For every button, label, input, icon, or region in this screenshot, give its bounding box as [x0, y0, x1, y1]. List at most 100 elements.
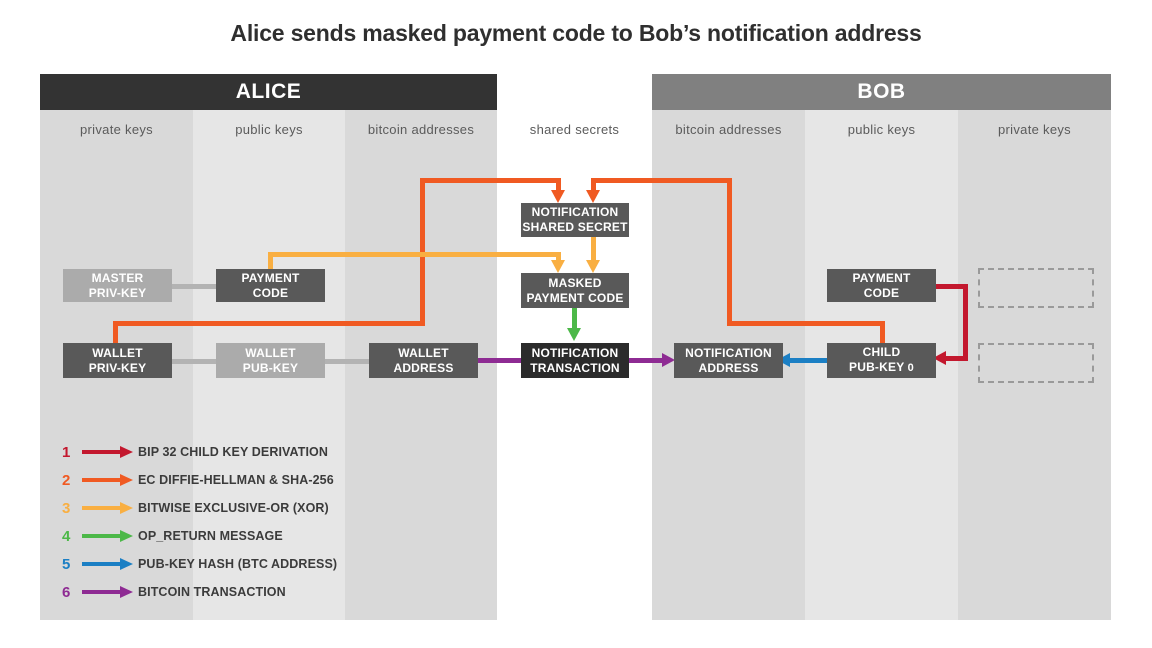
column-caption-bob-public-keys: public keys: [805, 110, 958, 148]
node-alice-wallet-privkey[interactable]: WALLET PRIV-KEY: [63, 343, 172, 378]
band-bob-private-keys: [958, 110, 1111, 620]
purple-seg-wallet-address-to-transaction: [465, 358, 525, 363]
node-line-2: PUB-KEY: [242, 360, 299, 375]
column-caption-bob-bitcoin-addresses: bitcoin addresses: [652, 110, 805, 148]
node-bob-payment-code[interactable]: PAYMENT CODE: [827, 269, 936, 302]
orange-seg-lower-rail-left: [113, 321, 425, 326]
node-line-2-text: PUB-KEY: [849, 360, 905, 375]
legend-row: 3 BITWISE EXCLUSIVE-OR (XOR): [62, 494, 337, 522]
column-caption-alice-bitcoin-addresses: bitcoin addresses: [345, 110, 497, 148]
legend-arrow: [82, 586, 134, 598]
node-line-2: PUB-KEY 0: [849, 360, 914, 375]
legend-arrow: [82, 530, 134, 542]
column-caption-alice-public-keys: public keys: [193, 110, 345, 148]
node-alice-wallet-address[interactable]: WALLET ADDRESS: [369, 343, 478, 378]
purple-arrow-into-notification-address: [662, 353, 675, 367]
purple-seg-transaction-to-notification-address: [629, 358, 667, 363]
caption-text: bitcoin addresses: [675, 121, 782, 137]
caption-text: public keys: [847, 121, 916, 137]
legend-number: 5: [62, 555, 71, 573]
node-alice-master-privkey[interactable]: MASTER PRIV-KEY: [63, 269, 172, 302]
node-line-1: NOTIFICATION: [531, 205, 619, 220]
node-line-2: PRIV-KEY: [88, 285, 147, 300]
legend-row: 6 BITCOIN TRANSACTION: [62, 578, 337, 606]
amber-arrow-into-masked-payment-code-left: [551, 260, 565, 273]
amber-arrow-into-masked-payment-code-right: [586, 260, 600, 273]
crimson-arrow-into-child-pubkey: [933, 351, 946, 365]
crimson-seg-from-bob-payment-code: [933, 284, 968, 289]
column-caption-alice-private-keys: private keys: [40, 110, 193, 148]
node-line-1: NOTIFICATION: [531, 345, 619, 360]
node-line-2: SHARED SECRET: [522, 220, 628, 234]
node-line-2: ADDRESS: [698, 360, 759, 375]
node-masked-payment-code[interactable]: MASKED PAYMENT CODE: [521, 273, 629, 308]
legend-number: 1: [62, 443, 71, 461]
node-line-2: CODE: [863, 285, 900, 300]
orange-seg-from-child-pubkey-up: [880, 321, 885, 343]
orange-seg-right-riser: [727, 178, 732, 326]
node-line-2: TRANSACTION: [530, 360, 620, 375]
caption-text: public keys: [235, 121, 303, 137]
orange-seg-lower-rail-right: [727, 321, 885, 326]
node-notification-transaction[interactable]: NOTIFICATION TRANSACTION: [521, 343, 629, 378]
legend-row: 5 PUB-KEY HASH (BTC ADDRESS): [62, 550, 337, 578]
legend-label: PUB-KEY HASH (BTC ADDRESS): [138, 557, 338, 571]
amber-seg-drop-left: [556, 252, 561, 263]
link-wallet-privkey-to-pubkey: [163, 359, 228, 364]
blue-seg-child-pubkey-to-notification-address: [790, 358, 832, 363]
amber-seg-from-payment-code-up: [268, 252, 273, 270]
link-master-to-payment-code: [163, 284, 228, 289]
node-line-1: MASKED: [548, 275, 602, 290]
node-line-2: CODE: [252, 285, 289, 300]
legend-label: EC DIFFIE-HELLMAN & SHA-256: [138, 473, 334, 487]
node-alice-payment-code[interactable]: PAYMENT CODE: [216, 269, 325, 302]
node-bob-child-pubkey[interactable]: CHILD PUB-KEY 0: [827, 343, 936, 378]
orange-seg-top-rail-left: [420, 178, 561, 183]
node-alice-wallet-pubkey[interactable]: WALLET PUB-KEY: [216, 343, 325, 378]
legend-arrow: [82, 502, 134, 514]
caption-text: bitcoin addresses: [367, 121, 475, 137]
legend-number: 6: [62, 583, 71, 601]
party-header-bob-label: BOB: [857, 80, 906, 103]
party-header-alice: ALICE: [40, 74, 497, 110]
legend-row: 1 BIP 32 CHILD KEY DERIVATION: [62, 438, 337, 466]
node-line-1: WALLET: [398, 345, 449, 360]
legend-number: 4: [62, 527, 71, 545]
legend-label: BITWISE EXCLUSIVE-OR (XOR): [138, 501, 329, 515]
orange-arrow-into-shared-secret-left: [551, 190, 565, 203]
party-header-bob: BOB: [652, 74, 1111, 110]
legend-number: 3: [62, 499, 71, 517]
party-header-alice-label: ALICE: [235, 80, 302, 103]
legend: 1 BIP 32 CHILD KEY DERIVATION 2 EC DIFFI…: [62, 438, 337, 606]
node-line-1: WALLET: [245, 345, 296, 360]
node-line-2: ADDRESS: [393, 360, 454, 375]
column-caption-shared-secrets: shared secrets: [497, 110, 652, 148]
node-line-2: PRIV-KEY: [88, 360, 147, 375]
orange-seg-top-rail-right: [591, 178, 732, 183]
link-wallet-pubkey-to-address: [316, 359, 381, 364]
node-line-1: WALLET: [92, 345, 143, 360]
node-line-1: PAYMENT: [241, 270, 300, 285]
node-line-1: CHILD: [862, 345, 901, 360]
caption-text: private keys: [998, 121, 1071, 137]
orange-arrow-into-shared-secret-right: [586, 190, 600, 203]
legend-row: 4 OP_RETURN MESSAGE: [62, 522, 337, 550]
placeholder-bob-private-key-top: [978, 268, 1094, 308]
orange-seg-drop-left: [556, 178, 561, 193]
page-title: Alice sends masked payment code to Bob’s…: [230, 20, 922, 46]
legend-label: OP_RETURN MESSAGE: [138, 529, 283, 543]
node-line-2: PAYMENT CODE: [526, 290, 624, 305]
node-notification-shared-secret[interactable]: NOTIFICATION SHARED SECRET: [521, 203, 629, 237]
crimson-seg-into-child-pubkey: [946, 356, 968, 361]
legend-number: 2: [62, 471, 71, 489]
node-line-1: NOTIFICATION: [685, 345, 772, 360]
legend-label: BITCOIN TRANSACTION: [138, 585, 286, 599]
node-child-index: 0: [904, 362, 914, 375]
node-bob-notification-address[interactable]: NOTIFICATION ADDRESS: [674, 343, 783, 378]
legend-arrow: [82, 558, 134, 570]
green-arrow-into-notification-transaction: [567, 328, 581, 341]
node-line-1: MASTER: [91, 270, 144, 285]
node-line-1: PAYMENT: [852, 270, 911, 285]
amber-seg-from-shared-secret-down: [591, 237, 596, 263]
